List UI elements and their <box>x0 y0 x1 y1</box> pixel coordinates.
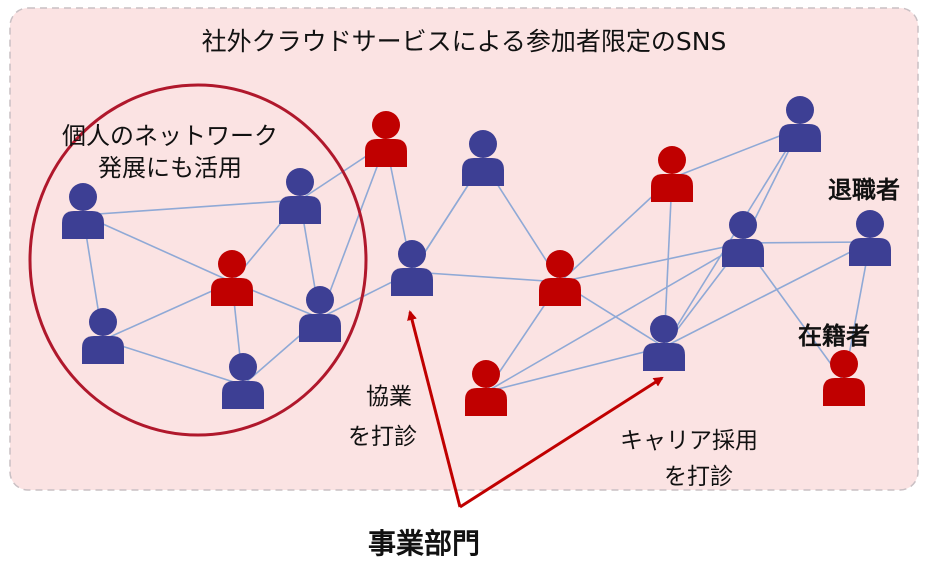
network-link <box>102 281 233 341</box>
network-link <box>663 127 801 348</box>
personal-network-circle <box>28 83 368 437</box>
person-icon-red <box>211 250 253 306</box>
label-current: 在籍者 <box>798 322 870 350</box>
network-link <box>671 127 801 179</box>
arrow-to-collab-partner <box>407 310 462 508</box>
arrow-to-career-candidate <box>459 376 664 509</box>
person-icon-red <box>465 360 507 416</box>
circle-note-line1: 個人のネットワーク <box>62 122 278 150</box>
network-link <box>82 214 233 283</box>
network-link <box>559 242 744 283</box>
person-icon-red <box>651 146 693 202</box>
network-link <box>82 199 301 216</box>
network-link <box>485 346 665 393</box>
network-link <box>742 241 871 244</box>
label-retired: 退職者 <box>828 176 900 204</box>
sns-panel <box>9 7 919 491</box>
person-icon-blue <box>82 308 124 364</box>
label-career-line1: キャリア採用 <box>620 428 758 454</box>
diagram-title: 社外クラウドサービスによる参加者限定のSNS <box>201 27 727 56</box>
person-icon-blue <box>279 168 321 224</box>
person-icon-blue <box>62 183 104 239</box>
person-icon-blue <box>722 211 764 267</box>
person-icon-blue <box>779 96 821 152</box>
person-icon-blue <box>462 130 504 186</box>
label-collab-line2: を打診 <box>348 424 417 450</box>
label-department: 事業部門 <box>368 527 481 560</box>
network-link <box>102 339 244 386</box>
person-icon-blue <box>222 353 264 409</box>
person-icon-red <box>823 350 865 406</box>
network-link <box>485 242 744 393</box>
person-icon-blue <box>849 210 891 266</box>
circle-note-line2: 発展にも活用 <box>98 154 242 182</box>
person-icon-red <box>539 250 581 306</box>
network-link <box>319 142 387 319</box>
network-link <box>663 241 871 348</box>
label-collab-line1: 協業 <box>366 384 412 410</box>
network-people <box>62 96 891 416</box>
person-icon-blue <box>391 240 433 296</box>
person-icon-blue <box>299 286 341 342</box>
label-career-line2: を打診 <box>664 464 733 490</box>
network-link <box>411 271 561 283</box>
person-icon-blue <box>643 315 685 371</box>
department-arrows <box>407 310 664 509</box>
person-icon-red <box>365 111 407 167</box>
